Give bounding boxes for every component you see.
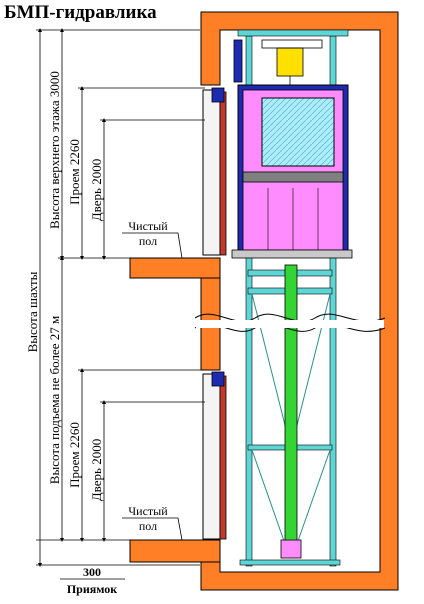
floor-slab-bottom [129,539,221,563]
pit-label: Приямок [67,582,117,596]
clean-floor-top-line1: Чистый [128,219,168,233]
door-top [202,89,221,256]
cabin-platform [231,249,353,259]
door-bottom [202,373,221,540]
travel-height-label: Высота подъема не более 27 м [47,316,62,484]
floor-slab-top [129,257,221,279]
shaft-height-label: Высота шахты [25,271,40,352]
door-bottom-header [211,371,225,387]
door-top-header [211,87,225,103]
elevator-cabin [231,84,353,259]
door-top-leaf [219,91,227,256]
hydraulic-cylinder [280,264,302,559]
clean-floor-top-line2: пол [139,234,157,248]
break-line [194,313,386,332]
dimension-lines [36,28,205,580]
doors [202,87,227,540]
pit-value: 300 [83,565,101,579]
cabin-window [261,97,335,167]
diagram-title: БМП-гидравлика [4,2,157,23]
opening-top-label: Проем 2260 [67,139,82,205]
door-bottom-label: Дверь 2000 [89,439,104,501]
top-floor-height-label: Высота верхнего этажа 3000 [47,71,62,229]
clean-floor-bottom-line2: пол [139,519,157,533]
cabin-ceiling-band [242,171,344,183]
door-bottom-leaf [219,375,227,540]
door-top-label: Дверь 2000 [89,159,104,221]
pump-unit [276,47,304,77]
opening-bottom-label: Проем 2260 [67,422,82,488]
shaft-wall [200,11,399,591]
shaft-walls [129,11,399,591]
clean-floor-bottom-line1: Чистый [128,504,168,518]
top-machinery [233,39,323,88]
